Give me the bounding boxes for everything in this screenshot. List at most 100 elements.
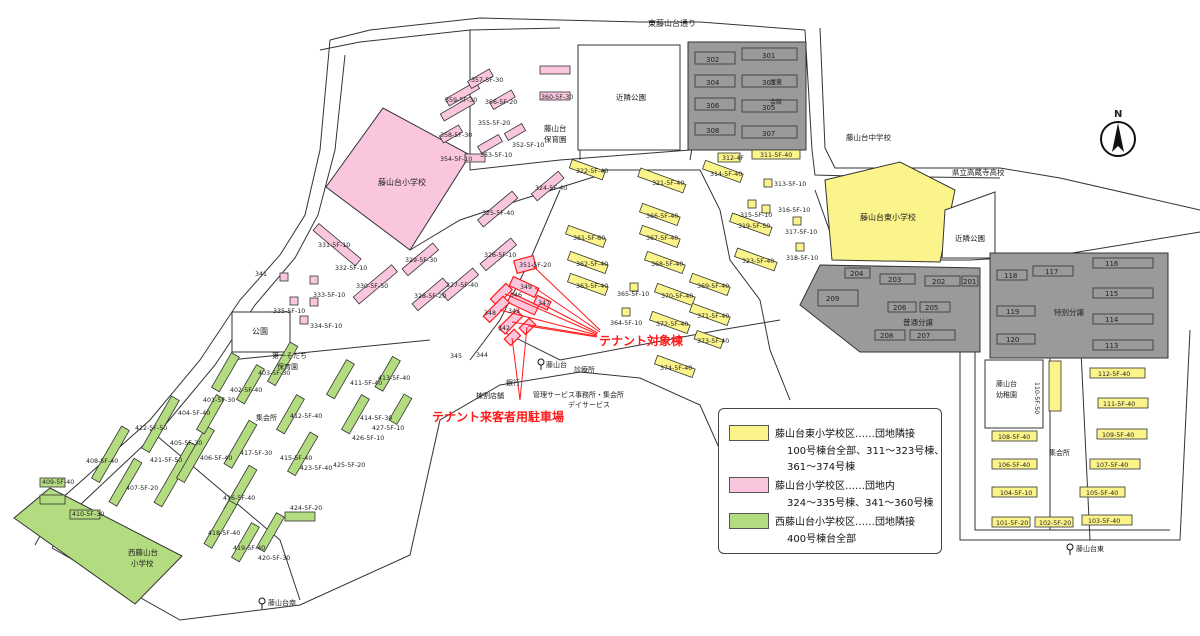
svg-text:368-5F-40: 368-5F-40: [651, 261, 683, 268]
svg-text:402-5F-40: 402-5F-40: [230, 387, 262, 394]
svg-text:近隣公園: 近隣公園: [955, 233, 985, 243]
svg-text:415-5F-40: 415-5F-40: [280, 455, 312, 462]
svg-text:113: 113: [1105, 342, 1118, 350]
svg-text:公園: 公園: [252, 327, 268, 336]
svg-text:313-5F-10: 313-5F-10: [774, 181, 806, 188]
svg-text:420-5F-30: 420-5F-30: [258, 555, 290, 562]
svg-text:405-5F-30: 405-5F-30: [170, 440, 202, 447]
tenant-pointer-lines: [499, 264, 601, 401]
svg-text:307: 307: [762, 130, 775, 138]
green-buildings: [39, 341, 413, 563]
svg-text:328-5F-20: 328-5F-20: [414, 293, 446, 300]
legend-title-higashi: 藤山台東小学校区……団地隣接: [775, 429, 915, 440]
svg-text:410-5F-30: 410-5F-30: [72, 511, 104, 518]
legend-detail-higashi-1: 100号棟台全部、311〜323号棟、: [787, 446, 945, 457]
pink-labels: 324-5F-40 325-5F-40 326-5F-10 327-5F-40 …: [255, 77, 573, 360]
svg-text:344: 344: [476, 352, 488, 359]
bus-stop-icon-east: [1066, 543, 1074, 555]
svg-text:203: 203: [888, 276, 901, 284]
svg-text:352-5F-10: 352-5F-10: [512, 142, 544, 149]
koen-block: [231, 311, 291, 353]
svg-text:112-5F-40: 112-5F-40: [1098, 371, 1130, 378]
svg-text:416-5F-40: 416-5F-40: [223, 495, 255, 502]
svg-text:107-5F-40: 107-5F-40: [1096, 462, 1128, 469]
top-road-label: 東藤山台通り: [648, 18, 696, 28]
legend-swatch-yellow: [729, 425, 769, 441]
svg-text:327-5F-40: 327-5F-40: [446, 282, 478, 289]
svg-text:保育園: 保育園: [544, 134, 567, 144]
svg-text:427-5F-10: 427-5F-10: [372, 425, 404, 432]
svg-text:322-5F-40: 322-5F-40: [576, 168, 608, 175]
higashi-shogakko-label: 藤山台東小学校: [860, 212, 916, 222]
svg-text:341: 341: [255, 271, 267, 278]
fujiyamadai-shogakko-label: 藤山台小学校: [378, 177, 426, 187]
svg-text:108-5F-40: 108-5F-40: [998, 434, 1030, 441]
svg-text:354-5F-10: 354-5F-10: [440, 156, 472, 163]
svg-text:332-5F-10: 332-5F-10: [335, 265, 367, 272]
svg-text:N: N: [1114, 109, 1122, 120]
svg-text:301: 301: [762, 52, 775, 60]
svg-text:101-5F-20: 101-5F-20: [996, 520, 1028, 527]
svg-text:417-5F-30: 417-5F-30: [240, 450, 272, 457]
svg-text:334-5F-10: 334-5F-10: [310, 323, 342, 330]
svg-text:348: 348: [484, 310, 496, 317]
svg-text:藤山台東: 藤山台東: [1076, 544, 1104, 553]
svg-text:330-5F-50: 330-5F-50: [356, 283, 388, 290]
svg-text:421-5F-50: 421-5F-50: [150, 457, 182, 464]
svg-text:356-5F-20: 356-5F-20: [485, 99, 517, 106]
svg-text:406-5F-40: 406-5F-40: [200, 455, 232, 462]
svg-text:371-5F-40: 371-5F-40: [697, 313, 729, 320]
svg-text:355-5F-20: 355-5F-20: [478, 120, 510, 127]
svg-text:小学校: 小学校: [131, 558, 154, 568]
svg-text:314-5F-40: 314-5F-40: [710, 171, 742, 178]
svg-text:347: 347: [538, 300, 550, 307]
svg-text:特別分譲: 特別分譲: [1054, 307, 1084, 317]
svg-text:308: 308: [706, 127, 719, 135]
svg-text:319-5F-50: 319-5F-50: [738, 223, 770, 230]
svg-text:306: 306: [706, 102, 720, 110]
svg-text:411-5F-40: 411-5F-40: [350, 380, 382, 387]
svg-text:425-5F-20: 425-5F-20: [333, 462, 365, 469]
svg-text:346: 346: [510, 292, 522, 299]
yochien-block: [984, 359, 1044, 429]
svg-text:329-5F-30: 329-5F-30: [405, 257, 437, 264]
svg-text:360-5F-30: 360-5F-30: [541, 94, 573, 101]
svg-text:藤山台南: 藤山台南: [268, 598, 296, 607]
svg-text:114: 114: [1105, 316, 1119, 324]
svg-text:359-5F-30: 359-5F-30: [445, 97, 477, 104]
svg-text:304: 304: [706, 79, 720, 87]
svg-text:西藤山台: 西藤山台: [128, 547, 158, 557]
svg-text:321-5F-40: 321-5F-40: [652, 180, 684, 187]
svg-text:集会所: 集会所: [256, 413, 277, 422]
north-compass-icon: N: [1100, 109, 1136, 157]
svg-text:116: 116: [1105, 260, 1119, 268]
yellow-labels: 311-5F-40 312-4F 313-5F-10 314-5F-40 315…: [573, 152, 1135, 527]
svg-text:333-5F-10: 333-5F-10: [313, 292, 345, 299]
svg-text:115: 115: [1105, 290, 1118, 298]
svg-text:372-5F-40: 372-5F-40: [656, 321, 688, 328]
svg-text:317-5F-10: 317-5F-10: [785, 229, 817, 236]
svg-text:419-5F-40: 419-5F-40: [233, 545, 265, 552]
legend-detail-higashi-2: 361〜374号棟: [787, 462, 856, 473]
svg-text:藤山台: 藤山台: [546, 360, 567, 369]
svg-text:311-5F-40: 311-5F-40: [760, 152, 792, 159]
bus-stop-icon-center: [537, 358, 545, 370]
svg-text:422-5F-50: 422-5F-50: [135, 425, 167, 432]
svg-text:111-5F-40: 111-5F-40: [1103, 401, 1135, 408]
pink-buildings: [279, 65, 571, 325]
svg-text:358-5F-30: 358-5F-30: [440, 132, 472, 139]
svg-text:423-5F-40: 423-5F-40: [300, 465, 332, 472]
svg-text:診療所: 診療所: [574, 365, 595, 374]
svg-text:409-5F-40: 409-5F-40: [42, 479, 74, 486]
svg-text:藤山台中学校: 藤山台中学校: [846, 132, 891, 142]
svg-text:366-5F-40: 366-5F-40: [646, 213, 678, 220]
svg-text:幼稚園: 幼稚園: [996, 390, 1017, 399]
svg-text:315-5F-10: 315-5F-10: [740, 212, 772, 219]
legend-swatch-green: [729, 513, 769, 529]
svg-text:104-5F-10: 104-5F-10: [1000, 490, 1032, 497]
svg-text:408-5F-40: 408-5F-40: [86, 458, 118, 465]
svg-text:206: 206: [893, 304, 907, 312]
svg-text:324-5F-40: 324-5F-40: [535, 185, 567, 192]
svg-text:201: 201: [963, 278, 976, 286]
